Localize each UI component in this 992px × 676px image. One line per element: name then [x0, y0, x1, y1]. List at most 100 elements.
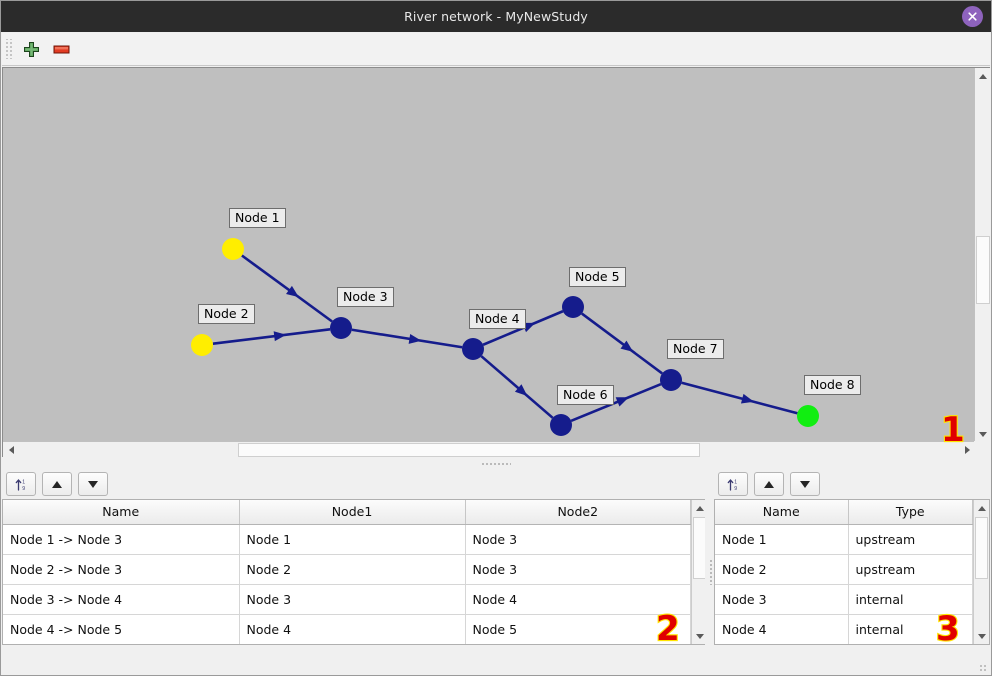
table-cell[interactable]: Node 4: [715, 614, 849, 644]
table-cell[interactable]: Node 5: [465, 614, 691, 644]
table-cell[interactable]: upstream: [848, 524, 973, 555]
table-cell[interactable]: Node 1: [715, 524, 849, 555]
column-header-node2[interactable]: Node2: [465, 500, 691, 525]
nodes-scroll-thumb[interactable]: [975, 517, 988, 579]
remove-element-button[interactable]: [48, 36, 74, 62]
add-element-button[interactable]: [18, 36, 44, 62]
table-cell[interactable]: Node 2: [715, 554, 849, 585]
horizontal-splitter[interactable]: [2, 458, 990, 469]
graph-edge[interactable]: [480, 355, 554, 419]
reaches-vertical-scrollbar[interactable]: [691, 500, 707, 644]
nodes-scroll-up-button[interactable]: [974, 500, 989, 516]
table-cell[interactable]: Node 4 -> Node 5: [3, 614, 240, 644]
table-cell[interactable]: Node 2: [239, 554, 466, 585]
graph-node-node-7[interactable]: [660, 369, 682, 391]
graph-node-node-8[interactable]: [797, 405, 819, 427]
table-cell[interactable]: Node 4: [465, 584, 691, 615]
nodes-scroll-down-button[interactable]: [974, 628, 989, 644]
reaches-scroll-down-button[interactable]: [692, 628, 707, 644]
network-graph-svg: [191, 238, 819, 436]
graph-node-label-node-1[interactable]: Node 1: [229, 208, 286, 229]
table-row-empty[interactable]: [3, 644, 691, 645]
graph-edge[interactable]: [351, 328, 463, 349]
graph-scroll-down-button[interactable]: [975, 426, 991, 442]
table-cell[interactable]: Node 4: [239, 614, 466, 644]
column-header-name[interactable]: Name: [3, 500, 240, 525]
table-cell[interactable]: Node 2 -> Node 3: [3, 554, 240, 585]
column-header-name[interactable]: Name: [715, 500, 849, 525]
table-cell[interactable]: Node 1 -> Node 3: [3, 524, 240, 555]
column-header-type[interactable]: Type: [848, 500, 973, 525]
graph-node-node-6[interactable]: [550, 414, 572, 436]
reaches-move-up-button[interactable]: [42, 472, 72, 496]
table-row-empty[interactable]: [715, 644, 973, 645]
table-cell[interactable]: Node 3 -> Node 4: [3, 584, 240, 615]
graph-node-label-node-5[interactable]: Node 5: [569, 267, 626, 288]
graph-node-label-node-2[interactable]: Node 2: [198, 304, 255, 325]
table-cell-empty[interactable]: [239, 644, 465, 645]
nodes-vertical-scrollbar[interactable]: [973, 500, 989, 644]
table-cell-empty[interactable]: [3, 644, 239, 645]
graph-edge[interactable]: [212, 328, 331, 345]
graph-edge[interactable]: [581, 312, 663, 375]
nodes-sort-button[interactable]: 1 9: [718, 472, 748, 496]
graph-node-label-node-8[interactable]: Node 8: [804, 375, 861, 396]
table-cell[interactable]: Node 3: [465, 524, 691, 555]
graph-horizontal-scroll-thumb[interactable]: [238, 443, 700, 457]
network-graph-panel[interactable]: Node 1 Node 2 Node 3 Node 4 Node 5 Node 6 Node…: [2, 67, 991, 458]
table-cell[interactable]: Node 3: [715, 584, 849, 615]
reaches-sort-button[interactable]: 1 9: [6, 472, 36, 496]
graph-edge[interactable]: [681, 381, 798, 415]
close-window-button[interactable]: [962, 6, 983, 27]
table-cell[interactable]: upstream: [848, 554, 973, 585]
graph-scroll-up-button[interactable]: [975, 68, 991, 84]
graph-edge[interactable]: [570, 382, 662, 423]
graph-node-node-1[interactable]: [222, 238, 244, 260]
graph-scroll-left-button[interactable]: [3, 442, 19, 458]
graph-node-node-5[interactable]: [562, 296, 584, 318]
reaches-move-down-button[interactable]: [78, 472, 108, 496]
graph-edge[interactable]: [241, 254, 333, 323]
graph-horizontal-scrollbar[interactable]: [3, 441, 975, 458]
table-cell-empty[interactable]: [715, 644, 848, 645]
window-resize-grip[interactable]: [979, 664, 988, 673]
table-cell[interactable]: Node 3: [465, 554, 691, 585]
toolbar-drag-handle[interactable]: [5, 39, 14, 59]
table-cell[interactable]: Node 3: [239, 584, 466, 615]
table-cell[interactable]: internal: [848, 614, 973, 644]
reaches-scroll-up-button[interactable]: [692, 500, 707, 516]
graph-node-label-node-7[interactable]: Node 7: [667, 339, 724, 360]
graph-node-label-node-6[interactable]: Node 6: [557, 385, 614, 406]
graph-node-label-node-3[interactable]: Node 3: [337, 287, 394, 308]
table-cell[interactable]: Node 1: [239, 524, 466, 555]
column-header-node1[interactable]: Node1: [239, 500, 466, 525]
graph-vertical-scroll-thumb[interactable]: [976, 236, 990, 304]
vertical-splitter[interactable]: [705, 499, 715, 645]
graph-vertical-scrollbar[interactable]: [974, 68, 991, 442]
graph-node-node-4[interactable]: [462, 338, 484, 360]
graph-node-label-node-4[interactable]: Node 4: [469, 309, 526, 330]
network-graph-canvas[interactable]: Node 1 Node 2 Node 3 Node 4 Node 5 Node 6 Node…: [3, 68, 975, 442]
table-cell[interactable]: internal: [848, 584, 973, 615]
graph-node-node-3[interactable]: [330, 317, 352, 339]
graph-node-node-2[interactable]: [191, 334, 213, 356]
graph-scroll-right-button[interactable]: [959, 442, 975, 458]
nodes-move-down-button[interactable]: [790, 472, 820, 496]
nodes-move-up-button[interactable]: [754, 472, 784, 496]
